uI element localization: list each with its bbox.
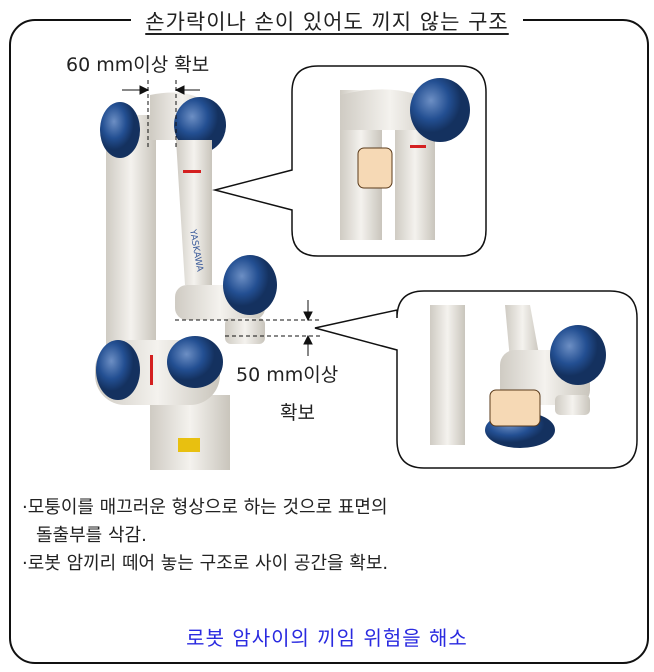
conclusion-text: 로봇 암사이의 끼임 위험을 해소 [186, 626, 468, 650]
bullet-list: ·모퉁이를 매끄러운 형상으로 하는 것으로 표면의 돌출부를 삭감. ·로봇 … [22, 494, 388, 578]
lower-gap-dimension [175, 300, 320, 356]
warning-label [178, 438, 200, 452]
elbow-joint-cap [174, 97, 226, 153]
upper-gap-dimension [122, 80, 200, 150]
bullet-item: ·로봇 암끼리 떼어 놓는 구조로 사이 공간을 확보. [22, 553, 389, 574]
lower-gap-label-2: 확보 [280, 402, 315, 424]
robot-base [150, 395, 230, 470]
lower-gap-label: 50 mm이상 [236, 364, 339, 386]
bullet-item-continued: 돌출부를 삭감. [36, 525, 147, 546]
robot-arm: YASKAWA [95, 92, 277, 470]
page-title: 손가락이나 손이 있어도 끼지 않는 구조 [0, 6, 654, 36]
callout-lower-gap [314, 290, 638, 469]
wrist-cap [223, 255, 277, 315]
callout-upper-gap [212, 65, 487, 257]
upper-gap-label: 60 mm이상 확보 [66, 54, 210, 76]
bullet-item: ·모퉁이를 매끄러운 형상으로 하는 것으로 표면의 [22, 497, 388, 518]
forearm [176, 140, 212, 285]
finger-hand-icon [357, 147, 393, 189]
hand-icon [489, 389, 541, 427]
